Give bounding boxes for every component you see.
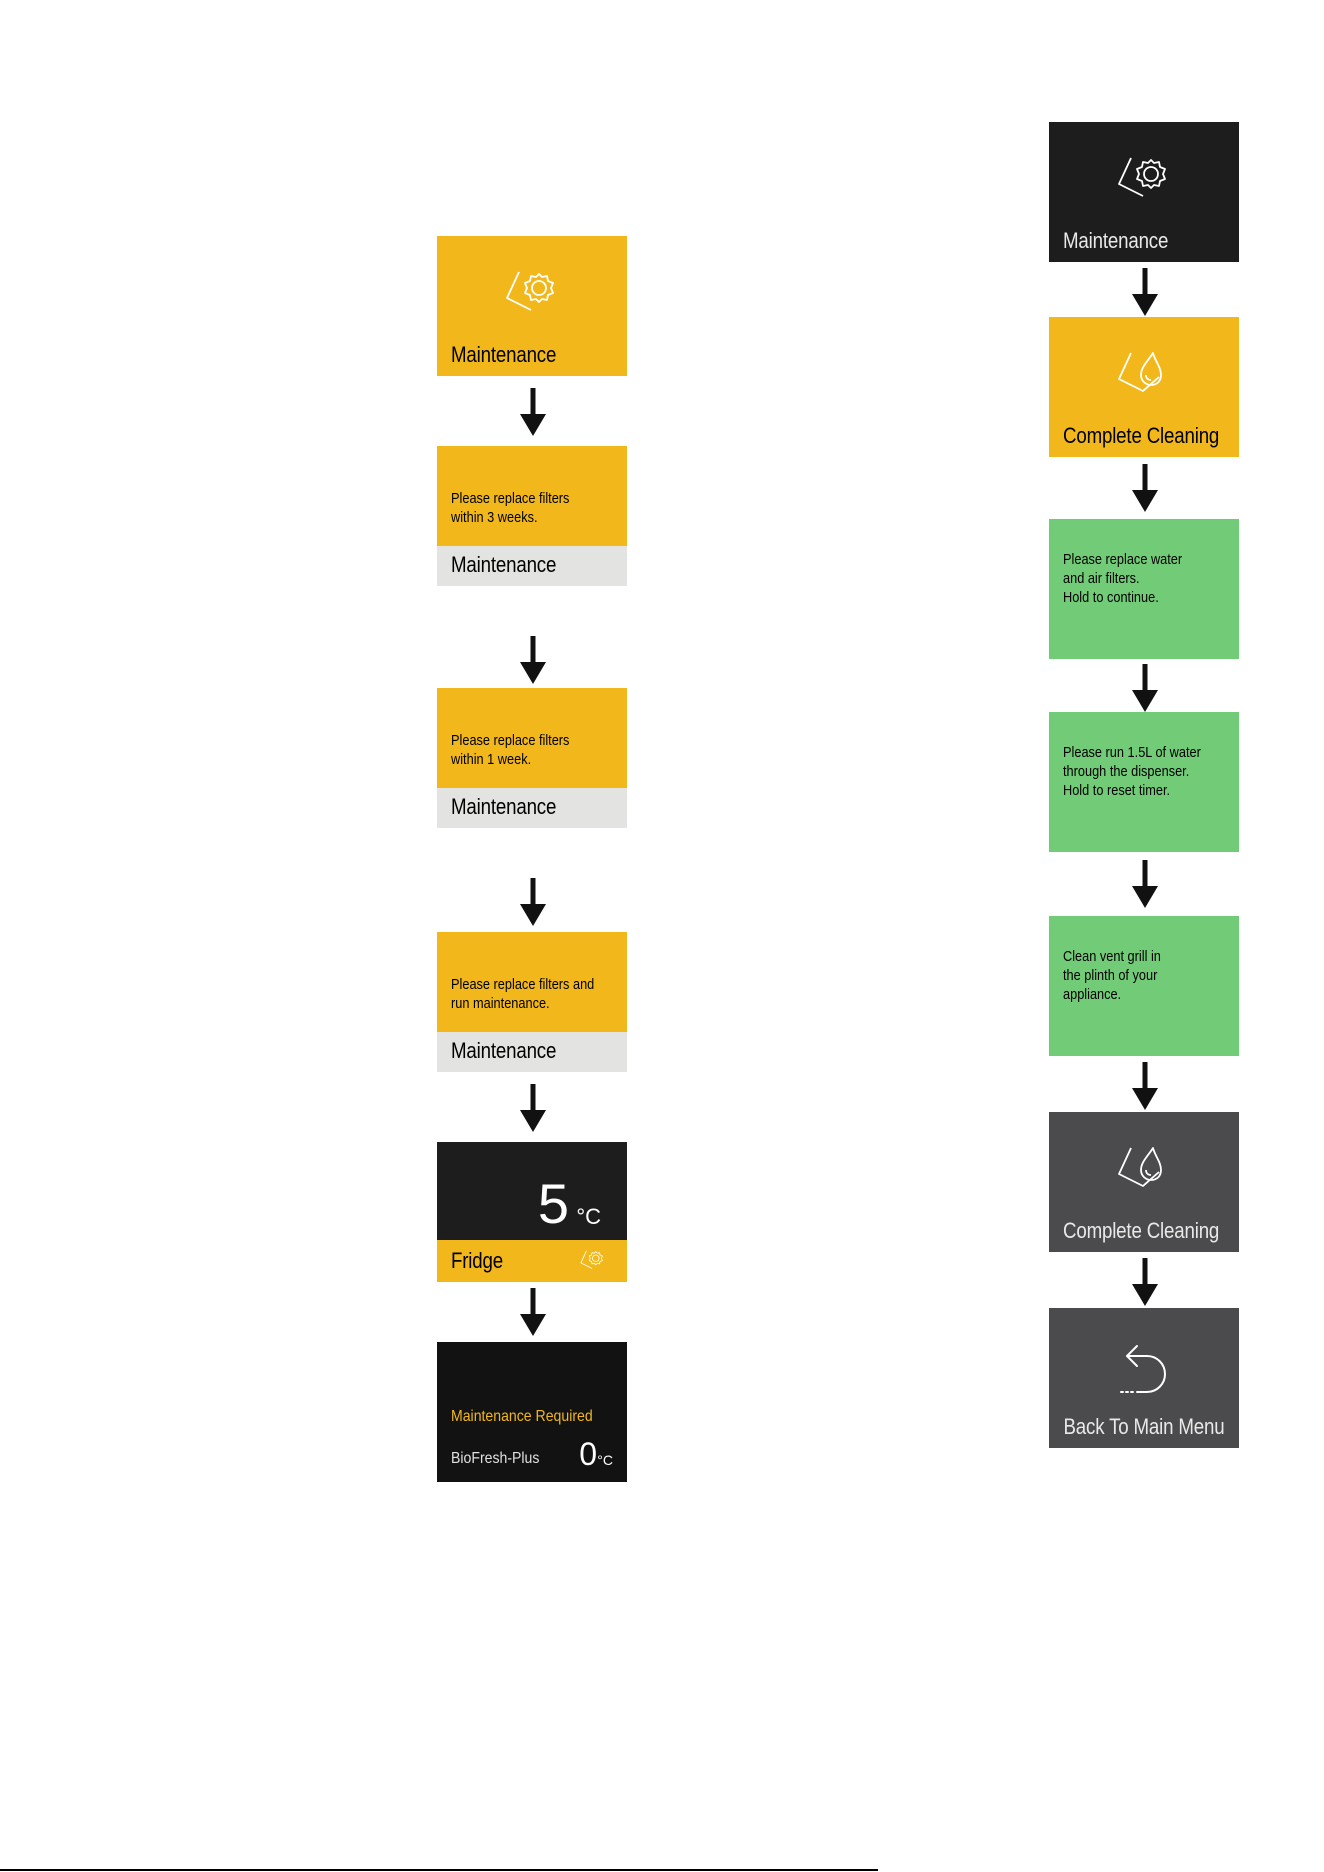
screen-maintenance-selected[interactable]: Maintenance	[1049, 122, 1239, 262]
fridge-bar: Fridge	[437, 1240, 627, 1282]
temperature-unit: °C	[576, 1204, 601, 1229]
down-arrow-icon	[518, 388, 548, 436]
down-arrow-icon	[1130, 1258, 1160, 1306]
droplet-card-icon	[1115, 1142, 1175, 1202]
zone-label: BioFresh-Plus	[451, 1450, 540, 1467]
temperature-unit: °C	[597, 1452, 613, 1468]
screen-message: Please replace water and air filters. Ho…	[1063, 552, 1183, 606]
screen-message: Please replace filters within 3 weeks.	[451, 491, 570, 526]
down-arrow-icon	[518, 636, 548, 684]
gear-card-icon	[503, 266, 563, 326]
screen-replace-water-air-filters[interactable]: Please replace water and air filters. Ho…	[1049, 519, 1239, 659]
down-arrow-icon	[1130, 860, 1160, 908]
screen-clean-vent-grill[interactable]: Clean vent grill in the plinth of your a…	[1049, 916, 1239, 1056]
screen-replace-filters-3-weeks[interactable]: Please replace filters within 3 weeks. M…	[437, 446, 627, 586]
alert-text: Maintenance Required	[451, 1408, 593, 1425]
screen-title: Maintenance	[451, 794, 557, 819]
page-divider	[0, 1869, 878, 1871]
screen-replace-filters-1-week[interactable]: Please replace filters within 1 week. Ma…	[437, 688, 627, 828]
screen-message: Please run 1.5L of water through the dis…	[1063, 745, 1201, 799]
droplet-card-icon	[1115, 347, 1175, 407]
screen-message: Please replace filters within 1 week.	[451, 733, 570, 768]
screen-fridge-status[interactable]: 5 °C Fridge	[437, 1142, 627, 1282]
down-arrow-icon	[1130, 268, 1160, 316]
down-arrow-icon	[1130, 464, 1160, 512]
down-arrow-icon	[1130, 664, 1160, 712]
back-arrow-icon	[1120, 1345, 1166, 1393]
screen-title: Maintenance	[451, 342, 557, 367]
screen-maintenance-menu[interactable]: Maintenance	[437, 236, 627, 376]
screen-footer-strip: Maintenance	[437, 546, 627, 586]
screen-complete-cleaning-done[interactable]: Complete Cleaning	[1049, 1112, 1239, 1252]
fridge-temperature: 5	[537, 1172, 569, 1235]
down-arrow-icon	[518, 1288, 548, 1336]
screen-title: Maintenance	[451, 552, 557, 577]
down-arrow-icon	[518, 1084, 548, 1132]
zone-temperature: 0	[579, 1436, 597, 1472]
down-arrow-icon	[518, 878, 548, 926]
screen-run-water-dispenser[interactable]: Please run 1.5L of water through the dis…	[1049, 712, 1239, 852]
down-arrow-icon	[1130, 1062, 1160, 1110]
screen-title: Complete Cleaning	[1063, 423, 1220, 448]
gear-card-icon	[1115, 152, 1175, 212]
screen-footer-strip: Maintenance	[437, 788, 627, 828]
screen-replace-filters-run-maintenance[interactable]: Please replace filters and run maintenan…	[437, 932, 627, 1072]
screen-title: Maintenance	[1063, 228, 1169, 253]
screen-title: Maintenance	[451, 1038, 557, 1063]
screen-back-to-main-menu[interactable]: Back To Main Menu	[1049, 1308, 1239, 1448]
screen-footer-strip: Maintenance	[437, 1032, 627, 1072]
fridge-label: Fridge	[451, 1248, 503, 1273]
screen-title: Back To Main Menu	[1063, 1414, 1225, 1439]
screen-message: Please replace filters and run maintenan…	[451, 977, 595, 1012]
screen-title: Complete Cleaning	[1063, 1218, 1220, 1243]
screen-message: Clean vent grill in the plinth of your a…	[1063, 949, 1161, 1003]
screen-maintenance-required[interactable]: Maintenance Required BioFresh-Plus 0 °C	[437, 1342, 627, 1482]
screen-complete-cleaning[interactable]: Complete Cleaning	[1049, 317, 1239, 457]
gear-card-icon	[579, 1248, 607, 1276]
